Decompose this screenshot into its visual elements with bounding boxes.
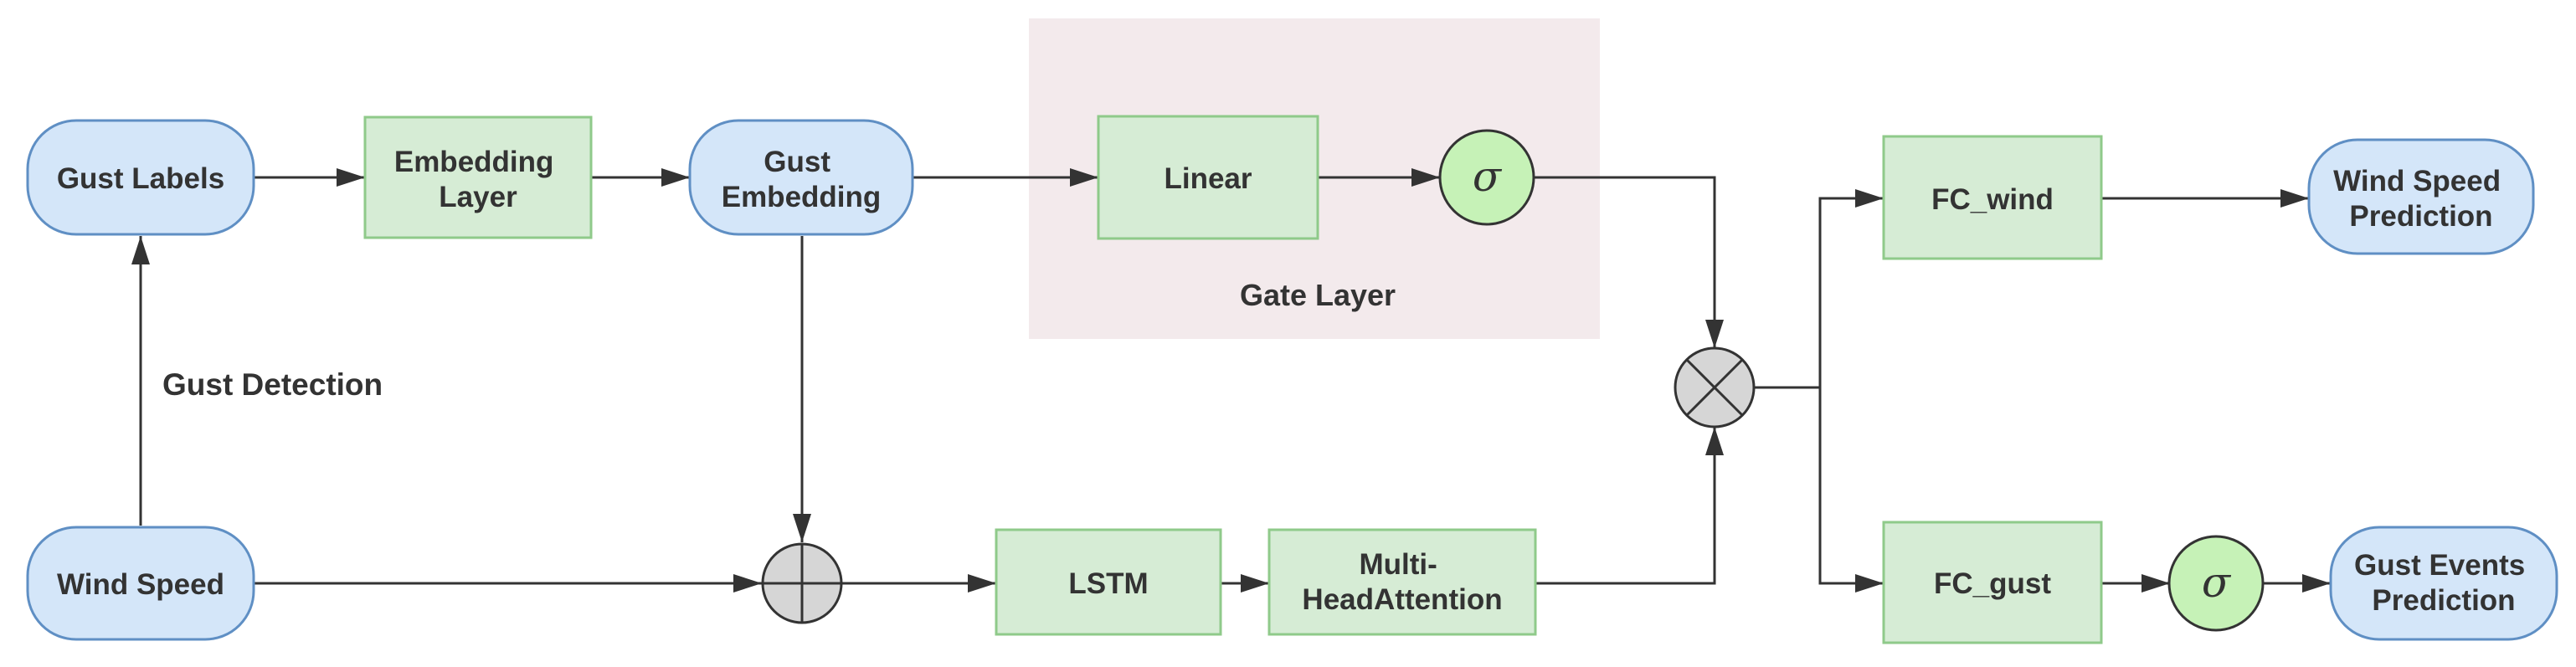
sigma-out-node: σ — [2167, 535, 2265, 632]
add-node — [761, 542, 843, 624]
gust-events-prediction-box — [2329, 526, 2558, 641]
edge-mha-to-multiply — [1535, 427, 1724, 585]
wind-speed-prediction-node: Wind Speed Prediction — [2307, 138, 2535, 255]
gust-embedding-node: Gust Embedding — [688, 119, 914, 236]
wind-speed-box — [26, 526, 255, 641]
gust-events-prediction-node: Gust Events Prediction — [2329, 526, 2558, 641]
multi-head-attention-node: Multi- HeadAttention — [1267, 528, 1537, 636]
sigma-gate-circle — [1438, 129, 1535, 226]
multi-head-attention-box — [1267, 528, 1537, 636]
lstm-text: LSTM — [1068, 567, 1148, 600]
multi-head-attention-text: Multi- HeadAttention — [1302, 548, 1502, 616]
sigma-out-circle — [2167, 535, 2265, 632]
sigma-gate-node: σ — [1438, 129, 1535, 226]
linear-node: Linear — [1097, 115, 1319, 240]
gust-detection-label: Gust Detection — [162, 367, 383, 402]
linear-box — [1097, 115, 1319, 240]
nodes: Gust Labels Embedding Layer Gust Embeddi… — [26, 115, 2558, 644]
fc-wind-node: FC_wind — [1882, 135, 2103, 260]
fc-gust-box — [1882, 521, 2103, 644]
gust-labels-node: Gust Labels — [26, 119, 255, 236]
embedding-layer-node: Embedding Layer — [363, 115, 593, 239]
gust-labels-text: Gust Labels — [57, 162, 224, 195]
gust-embedding-text: Gust Embedding — [722, 146, 882, 213]
multiply-node — [1674, 346, 1756, 428]
lstm-node: LSTM — [995, 528, 1222, 636]
linear-text: Linear — [1164, 162, 1252, 195]
wind-speed-node: Wind Speed — [26, 526, 255, 641]
gust-events-prediction-text: Gust Events Prediction — [2354, 549, 2533, 617]
wind-speed-prediction-box — [2307, 138, 2535, 255]
wind-speed-text: Wind Speed — [57, 568, 224, 601]
fc-wind-box — [1882, 135, 2103, 260]
edge-multiply-to-fc-wind — [1818, 189, 1884, 387]
multiply-icon-stroke-b — [1685, 358, 1744, 417]
sigma-out-icon: σ — [2202, 558, 2232, 607]
fc-wind-text: FC_wind — [1931, 183, 2054, 216]
gate-layer-label: Gate Layer — [1240, 278, 1396, 312]
edge-multiply-to-fc-gust — [1818, 387, 1884, 593]
edge-sigma-to-multiply — [1534, 176, 1724, 348]
embedding-layer-text: Embedding Layer — [394, 146, 562, 213]
gust-embedding-box — [688, 119, 914, 236]
wind-speed-prediction-text: Wind Speed Prediction — [2333, 165, 2509, 233]
sigma-gate-icon: σ — [1473, 152, 1503, 201]
fc-gust-node: FC_gust — [1882, 521, 2103, 644]
edges: Gust Detection — [131, 168, 2331, 593]
fc-gust-text: FC_gust — [1934, 567, 2051, 600]
gust-labels-box — [26, 119, 255, 236]
embedding-layer-box — [363, 115, 593, 239]
lstm-box — [995, 528, 1222, 636]
